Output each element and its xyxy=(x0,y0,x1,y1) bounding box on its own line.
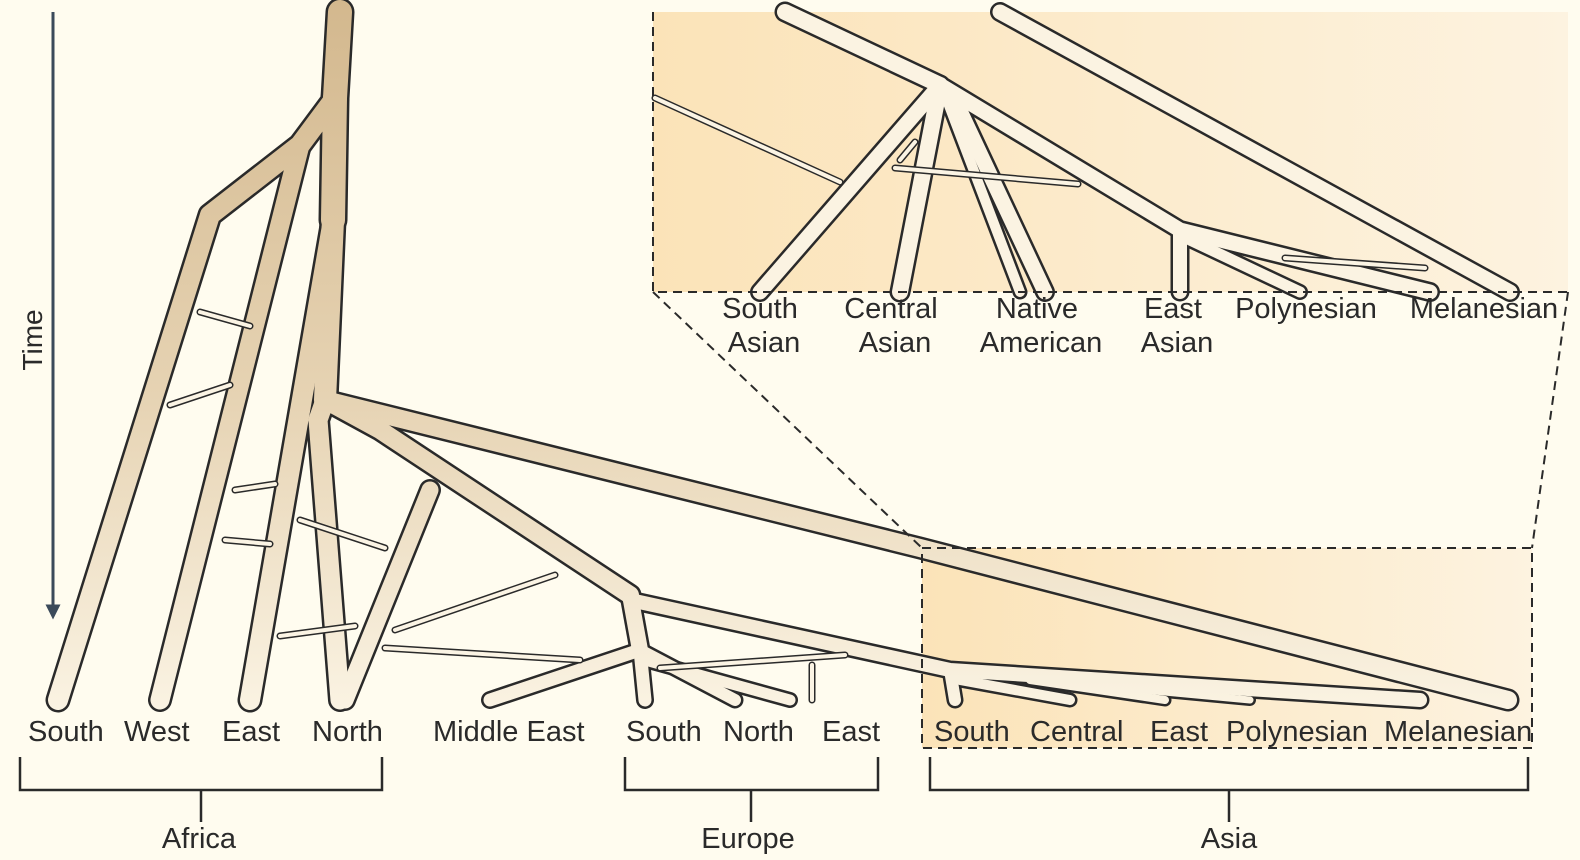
inset-branch-melanesian xyxy=(992,4,1518,300)
link-4 xyxy=(223,538,272,546)
link-1 xyxy=(198,310,252,328)
label-asia-south: South xyxy=(934,716,1010,748)
branch-africa-north xyxy=(308,390,350,710)
label-africa-east: East xyxy=(222,716,280,748)
branch-africa-west xyxy=(150,135,310,710)
time-axis-label: Time xyxy=(17,309,48,370)
migration-links xyxy=(166,94,1429,704)
region-brackets: Africa Europe Asia xyxy=(18,757,1530,855)
branch-trunk xyxy=(323,0,352,110)
branch-asia-polynesian xyxy=(1076,680,1254,704)
zoom-line-left xyxy=(652,291,923,549)
link-5 xyxy=(298,518,387,550)
label-asia-central: Central xyxy=(1030,716,1124,748)
inset-border xyxy=(652,12,1568,293)
inset-label-melanesian: Melanesian xyxy=(1410,293,1558,325)
inset-tree-fill xyxy=(752,4,1518,300)
time-axis: Time xyxy=(17,12,61,620)
inset-branch-native-american xyxy=(947,92,1053,300)
inset-label-native-american: Native American xyxy=(980,293,1103,359)
inset-link-4 xyxy=(1283,256,1427,270)
label-europe-east: East xyxy=(822,716,880,748)
bracket-africa xyxy=(18,757,384,822)
branch-africa-south xyxy=(48,88,345,710)
bracket-europe xyxy=(623,757,880,822)
inset-branch-stem xyxy=(777,4,948,93)
inset-label-central-asian-line1: Central xyxy=(844,293,938,325)
label-asia-polynesian: Polynesian xyxy=(1226,716,1368,748)
label-europe-south: South xyxy=(626,716,702,748)
population-labels: South West East North Middle East South … xyxy=(28,716,1532,748)
inset-label-native-american-line1: Native xyxy=(996,293,1078,325)
link-7 xyxy=(393,573,557,632)
branch-asia-east xyxy=(1026,676,1169,704)
label-asia-east: East xyxy=(1150,716,1208,748)
inset-label-native-american-line2: American xyxy=(980,327,1103,359)
tree-fill xyxy=(48,0,1517,710)
inset-label-central-asian-line2: Asian xyxy=(859,327,932,359)
branch-ooa xyxy=(314,209,344,411)
inset-labels: South Asian Central Asian Native America… xyxy=(722,293,1558,359)
inset-branch-polynesian xyxy=(1184,234,1306,298)
inset-label-south-asian: South Asian xyxy=(722,293,806,359)
label-africa-north: North xyxy=(312,716,383,748)
label-africa-west: West xyxy=(124,716,190,748)
inset-link-2 xyxy=(898,140,917,162)
label-africa-south: South xyxy=(28,716,104,748)
group-label-africa: Africa xyxy=(162,823,237,855)
inset-branch-central-asian xyxy=(892,77,948,300)
inset-link-1 xyxy=(653,96,842,184)
bracket-asia xyxy=(928,757,1530,822)
link-6 xyxy=(278,624,357,638)
branch-asia-central xyxy=(955,675,1075,705)
inset-label-south-asian-line1: South xyxy=(722,293,798,325)
link-9 xyxy=(658,653,847,670)
inset-label-polynesian: Polynesian xyxy=(1235,293,1377,325)
branch-asia-main xyxy=(316,391,1517,709)
asia-region-border xyxy=(921,547,1533,749)
zoom-line-right xyxy=(1531,291,1569,549)
branch-mid xyxy=(321,86,347,232)
group-label-europe: Europe xyxy=(701,823,795,855)
zoom-indicator xyxy=(652,12,1569,749)
inset-branch-native-american-2 xyxy=(940,90,1025,297)
branch-africa-north-lower xyxy=(336,481,439,709)
inset-link-3 xyxy=(893,166,1080,186)
group-label-asia: Asia xyxy=(1201,823,1258,855)
inset-label-east-asian-line1: East xyxy=(1144,293,1202,325)
inset-label-central-asian: Central Asian xyxy=(844,293,946,359)
inset-label-east-asian: East Asian xyxy=(1141,293,1214,359)
inset-label-south-asian-line2: Asian xyxy=(728,327,801,359)
link-2 xyxy=(168,383,232,407)
inset-label-east-asian-line2: Asian xyxy=(1141,327,1214,359)
link-3 xyxy=(233,482,277,492)
label-europe-north: North xyxy=(723,716,794,748)
label-middle-east: Middle East xyxy=(433,716,585,748)
label-asia-melanesian: Melanesian xyxy=(1384,716,1532,748)
branch-middle-east xyxy=(483,643,647,707)
link-8 xyxy=(383,646,582,662)
branch-asia-south xyxy=(944,664,961,706)
inset-branch-south-asian xyxy=(752,77,948,300)
